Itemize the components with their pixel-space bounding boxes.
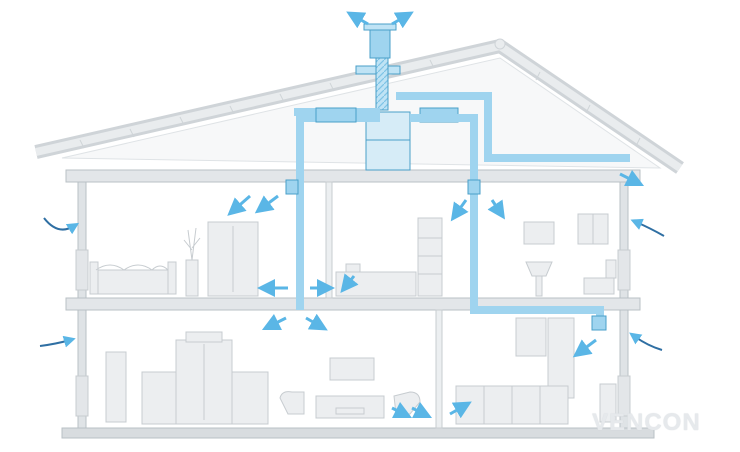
natural-draft-arrows <box>39 217 665 351</box>
roof-vent-icon <box>369 27 391 59</box>
armchair-left <box>279 391 305 415</box>
fresh-air-arrow-icon <box>391 11 414 29</box>
vencon-logo: VENCON <box>592 409 701 436</box>
cabinet-left <box>141 371 179 425</box>
duct-system <box>285 23 630 331</box>
toilet <box>583 277 615 295</box>
airflow-arrows <box>227 11 645 419</box>
cabinet-right <box>231 371 269 425</box>
exhaust-air-arrow-icon <box>346 11 369 29</box>
bed <box>89 269 177 295</box>
mirror <box>523 221 555 245</box>
upper-floor-furniture <box>89 213 617 297</box>
kitchen-upper-cabinet <box>515 317 547 357</box>
floor-plant <box>105 351 127 423</box>
shelf <box>417 217 443 297</box>
sofa <box>315 395 385 419</box>
picture-frame <box>329 357 375 381</box>
sink <box>525 261 553 277</box>
fridge <box>547 317 575 399</box>
plant-pot <box>185 259 199 297</box>
roof <box>34 38 684 174</box>
lower-floor-furniture <box>105 317 617 425</box>
